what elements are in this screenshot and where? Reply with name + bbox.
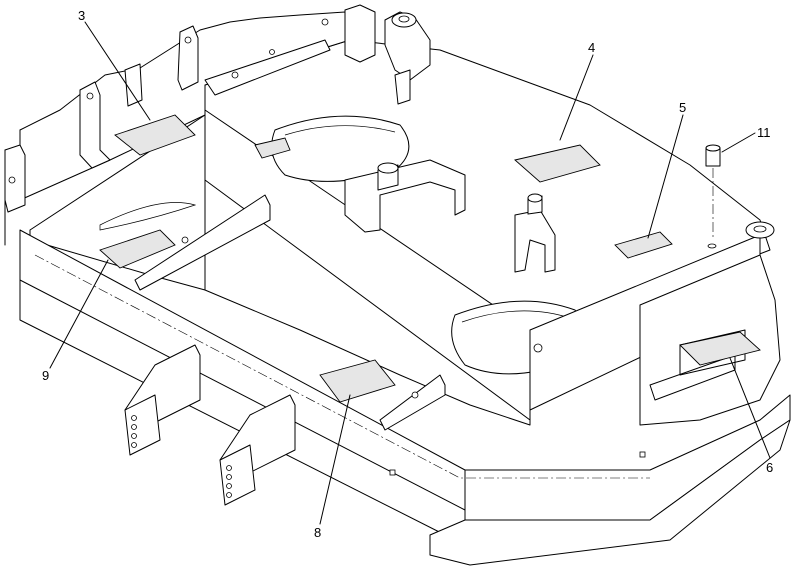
bushing-part (705, 144, 721, 249)
decal-3 (114, 114, 196, 156)
decal-9 (99, 229, 176, 269)
leader-lines (49, 21, 771, 525)
decal-4 (514, 144, 601, 183)
height-adjust-brackets (124, 344, 296, 506)
callout-8: 8 (314, 525, 321, 540)
deck-ribs (99, 194, 446, 431)
decal-6 (679, 331, 761, 366)
front-skirt (19, 229, 791, 566)
decals (99, 114, 761, 403)
callout-3: 3 (78, 8, 85, 23)
callout-6: 6 (766, 460, 773, 475)
callout-4: 4 (588, 40, 595, 55)
callout-9: 9 (42, 368, 49, 383)
decal-5 (614, 231, 673, 259)
callout-5: 5 (679, 100, 686, 115)
decal-8 (319, 359, 396, 403)
callout-labels: 3 4 5 11 9 6 8 (42, 8, 773, 540)
rear-pivot-bracket (204, 4, 431, 105)
callout-11: 11 (757, 125, 771, 140)
spindle-guards (344, 159, 556, 273)
decal-upper-left (254, 137, 291, 159)
